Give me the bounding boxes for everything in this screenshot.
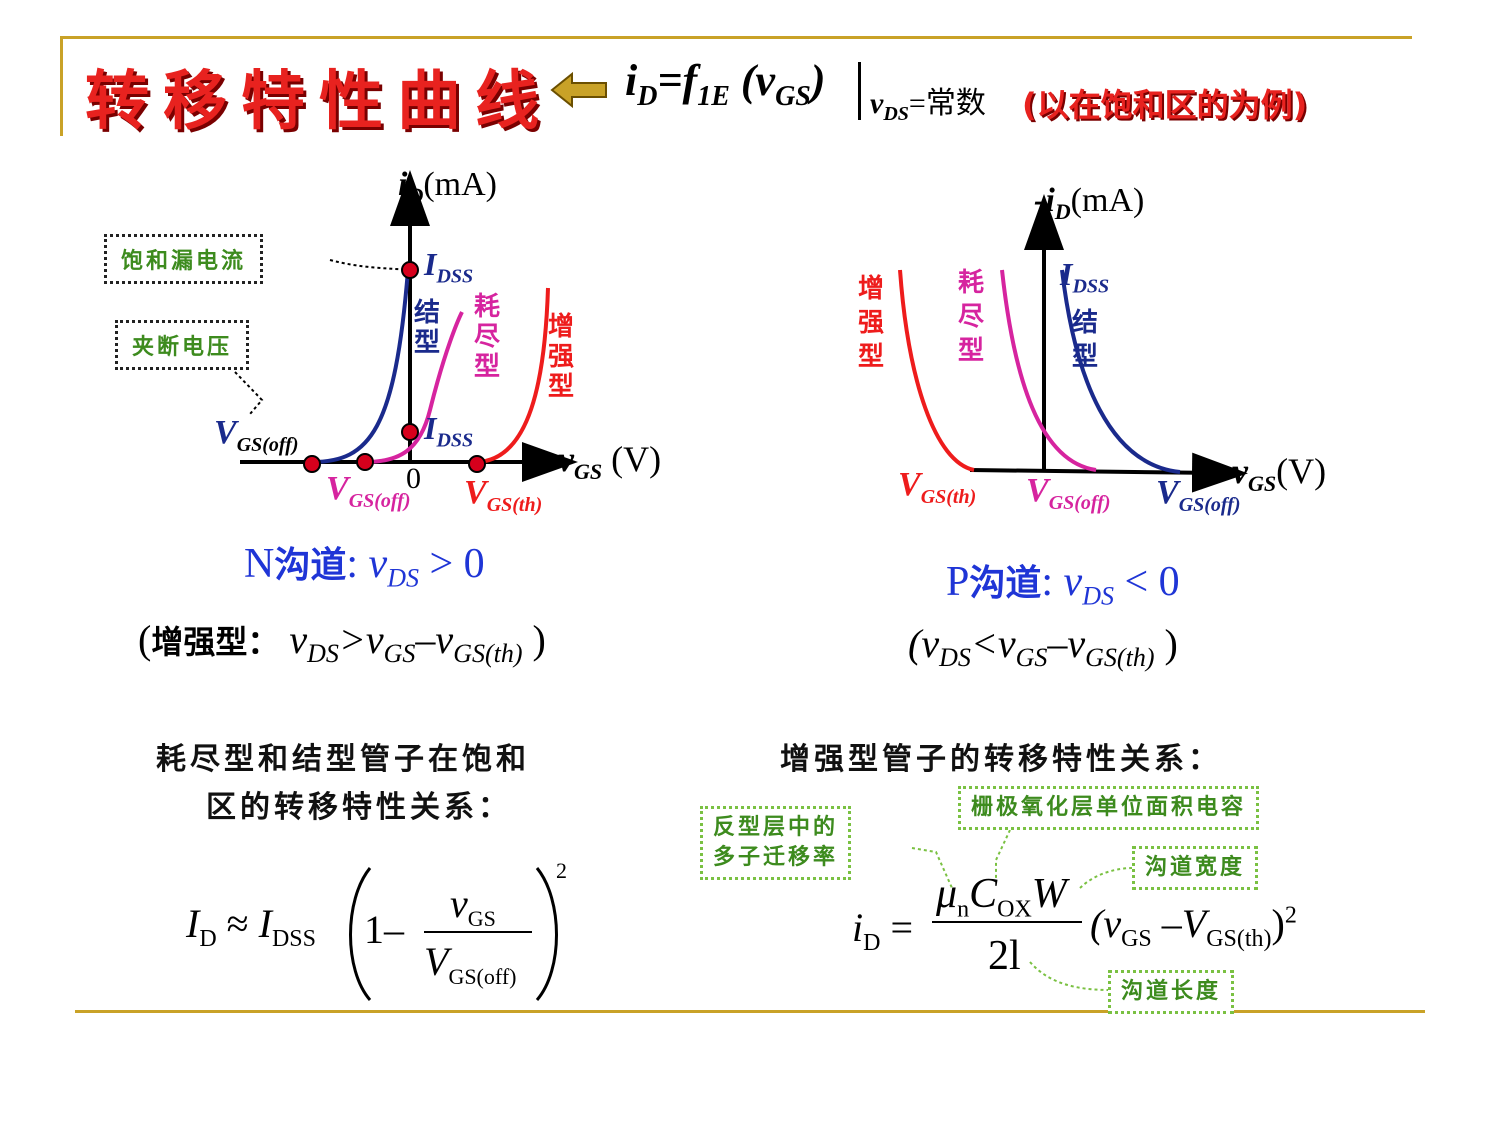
n-idss-mid-label: IDSS xyxy=(424,410,474,452)
n-enhancement-condition: (增强型： vDS>vGS–vGS(th) ) xyxy=(138,617,546,668)
p-enhancement-label: 增强型 xyxy=(858,274,885,372)
n-enhancement-curve xyxy=(476,287,550,464)
capacitance-callout: 栅极氧化层单位面积电容 xyxy=(958,786,1260,830)
depletion-equation-lhs: ID ≈ IDSS xyxy=(186,901,316,952)
p-channel-chart xyxy=(898,194,1248,493)
n-vgsoff-mid-label: VGS(off) xyxy=(326,470,411,512)
top-rule xyxy=(60,36,1412,39)
enhancement-callout-leaders xyxy=(911,829,1133,991)
n-vgsoff-left-label: VGS(off) xyxy=(214,414,299,456)
p-vgsoff-right-label: VGS(off) xyxy=(1156,474,1241,516)
n-junction-curve xyxy=(311,269,410,464)
depletion-power: 2 xyxy=(556,858,567,883)
n-y-axis-label: iD(mA) xyxy=(398,166,497,208)
n-vgsth-label: VGS(th) xyxy=(464,474,543,516)
depletion-one-minus: 1– xyxy=(364,907,404,952)
p-idss-label: IDSS xyxy=(1060,256,1110,298)
depletion-denominator: VGS(off) xyxy=(424,939,517,989)
evaluation-bar xyxy=(858,62,861,120)
n-junction-label: 结型 xyxy=(414,298,441,358)
left-arrow-icon xyxy=(550,71,607,109)
n-depletion-curve xyxy=(364,311,464,464)
n-saturation-leader xyxy=(329,259,411,271)
constant-condition: vDS=常数 xyxy=(870,87,986,125)
n-pinchoff-callout: 夹断电压 xyxy=(115,320,250,370)
n-idss-mid-dot xyxy=(401,423,419,441)
enhancement-paren-term: (vGS –VGS(th))2 xyxy=(1090,901,1297,952)
n-enhancement-label: 增强型 xyxy=(548,312,575,402)
length-callout: 沟道长度 xyxy=(1108,970,1235,1014)
p-enhancement-curve xyxy=(898,269,975,472)
width-callout: 沟道宽度 xyxy=(1132,846,1259,890)
p-vgsth-label: VGS(th) xyxy=(898,466,977,508)
enhancement-relation-heading: 增强型管子的转移特性关系： xyxy=(780,742,1222,777)
n-channel-caption: N沟道: vDS > 0 xyxy=(244,541,485,593)
p-depletion-label: 耗尽型 xyxy=(958,268,985,366)
left-rule xyxy=(60,36,63,136)
p-junction-curve xyxy=(1060,269,1181,474)
n-origin-label: 0 xyxy=(406,462,421,495)
mobility-callout: 反型层中的多子迁移率 xyxy=(700,806,852,880)
n-vgsoff-left-dot xyxy=(303,455,321,473)
p-junction-label: 结型 xyxy=(1072,308,1099,372)
n-depletion-label: 耗尽型 xyxy=(474,292,501,382)
n-vgsth-dot xyxy=(468,455,486,473)
n-channel-chart xyxy=(234,170,578,482)
n-idss-top-label: IDSS xyxy=(424,246,474,288)
transfer-function: iD=f1E (vGS) xyxy=(625,56,826,112)
p-y-axis-label: -iD(mA) xyxy=(1034,182,1145,224)
p-vgsoff-mid-label: VGS(off) xyxy=(1026,472,1111,514)
enhancement-denominator: 2l xyxy=(988,933,1021,979)
n-x-axis-label: vGS (V) xyxy=(558,439,662,485)
n-saturation-callout: 饱和漏电流 xyxy=(104,234,264,284)
p-channel-caption: P沟道: vDS < 0 xyxy=(946,559,1180,611)
n-vgsoff-mid-dot xyxy=(356,453,374,471)
enhancement-equation-lhs: iD = xyxy=(852,905,914,956)
saturation-note: (以在饱和区的为例) xyxy=(1022,86,1308,124)
depletion-equation-brackets xyxy=(349,867,558,1001)
depletion-relation-heading: 耗尽型和结型管子在饱和 区的转移特性关系： xyxy=(156,742,530,825)
p-depletion-curve xyxy=(1000,269,1097,472)
enhancement-numerator: μnCOXW xyxy=(936,871,1067,923)
depletion-numerator: vGS xyxy=(450,881,496,931)
n-idss-top-dot xyxy=(401,261,419,279)
n-pinchoff-leader xyxy=(234,371,264,415)
p-enhancement-condition: (vDS<vGS–vGS(th) ) xyxy=(908,621,1178,672)
bottom-rule xyxy=(75,1010,1425,1013)
slide-title: 转移特性曲线 xyxy=(85,65,553,139)
p-x-axis-label: vGS(V) xyxy=(1232,451,1327,497)
